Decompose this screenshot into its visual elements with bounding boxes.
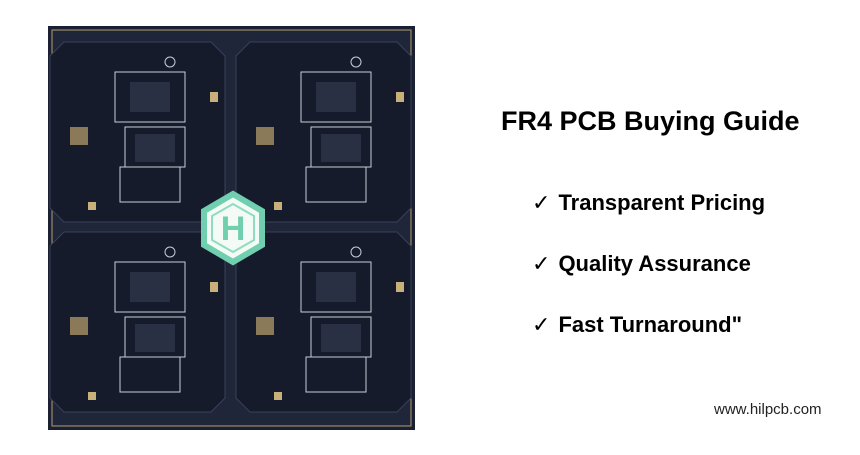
gold-pad [210, 92, 218, 102]
page-title: FR4 PCB Buying Guide [501, 106, 800, 136]
component [70, 127, 88, 145]
chip-outline [114, 71, 186, 123]
boards-group [49, 41, 412, 413]
check-icon: ✓ [532, 312, 551, 337]
chip [316, 82, 356, 112]
pcb-board [235, 231, 412, 413]
chip [321, 134, 361, 162]
component [70, 317, 88, 335]
check-icon: ✓ [532, 251, 551, 276]
chip-outline [300, 261, 372, 313]
gold-pad [396, 282, 404, 292]
via-hole [350, 246, 362, 258]
via-hole [164, 246, 176, 258]
component [256, 317, 274, 335]
gold-pad [88, 202, 96, 210]
chip-outline [305, 166, 367, 203]
pcb-board [235, 41, 412, 223]
board-outline [235, 41, 412, 223]
chip [135, 134, 175, 162]
website-link[interactable]: www.hilpcb.com [714, 401, 822, 418]
gold-pad [210, 282, 218, 292]
gold-pad [396, 92, 404, 102]
chip-outline [300, 71, 372, 123]
feature-label: Quality Assurance [558, 251, 751, 276]
chip [130, 82, 170, 112]
feature-label: Transparent Pricing [558, 190, 766, 215]
gold-pad [274, 202, 282, 210]
chip-outline [305, 356, 367, 393]
chip-outline [114, 261, 186, 313]
gold-pad [88, 392, 96, 400]
feature-item: ✓ Fast Turnaround" [532, 312, 742, 338]
chip [130, 272, 170, 302]
pcb-board [49, 41, 226, 223]
board-outline [235, 231, 412, 413]
gold-pad [274, 392, 282, 400]
chip [321, 324, 361, 352]
chip [316, 272, 356, 302]
feature-item: ✓ Transparent Pricing [532, 190, 765, 216]
via-hole [164, 56, 176, 68]
via-hole [350, 56, 362, 68]
pcb-panel-image: H [48, 26, 415, 430]
chip-outline [119, 166, 181, 203]
chip-outline [119, 356, 181, 393]
logo-letter: H [221, 210, 246, 248]
check-icon: ✓ [532, 190, 551, 215]
feature-label: Fast Turnaround" [558, 312, 743, 337]
chip [135, 324, 175, 352]
component [256, 127, 274, 145]
logo-icon: H [201, 190, 265, 266]
pcb-board [49, 231, 226, 413]
feature-item: ✓ Quality Assurance [532, 251, 751, 277]
